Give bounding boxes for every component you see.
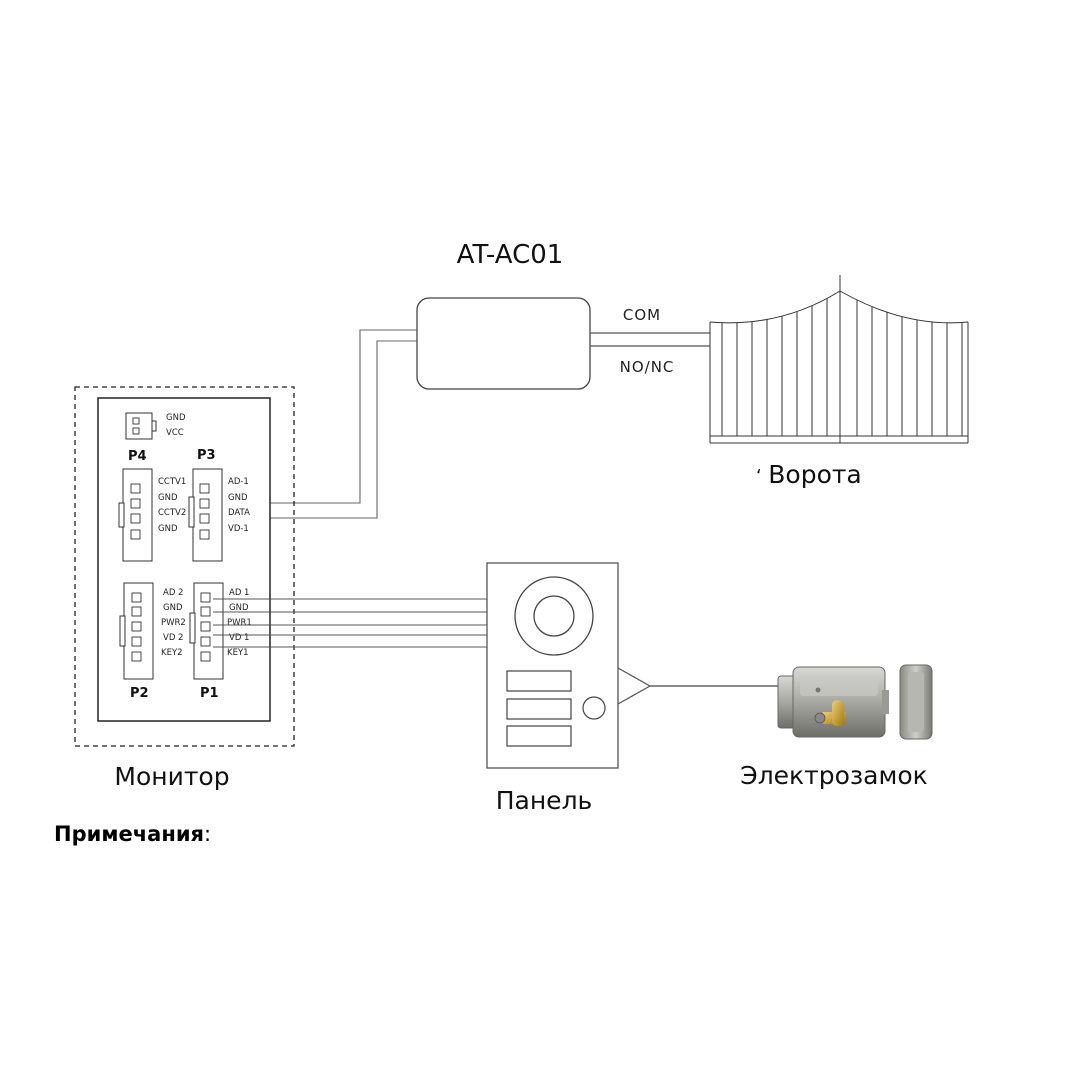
- p3-pin-label: DATA: [228, 508, 250, 518]
- panel-label: Панель: [496, 786, 593, 815]
- cctv-pin-label: CCTV1: [158, 477, 186, 487]
- lock-label: Электрозамок: [740, 761, 928, 790]
- p2-pin-label: PWR2: [161, 618, 186, 628]
- p2-name: P2: [130, 686, 149, 701]
- monitor-outline: [74, 386, 295, 747]
- p1-pin-label: GND: [229, 603, 249, 613]
- monitor-label: Монитор: [114, 762, 229, 791]
- p1-pin-label: VD 1: [229, 633, 249, 643]
- nonc-label: NO/NC: [620, 358, 675, 376]
- cctv-connector: [118, 468, 153, 562]
- p3-connector: [188, 468, 223, 562]
- gate-drawing: [709, 275, 969, 444]
- diagram-title: AT-AC01: [457, 240, 564, 270]
- gate-label: Ворота: [768, 460, 862, 489]
- p3-pin-label: GND: [228, 493, 248, 503]
- controller-box: [416, 297, 591, 390]
- p1-name: P1: [200, 686, 219, 701]
- p3-pin-label: AD-1: [228, 477, 249, 487]
- p3-name: P3: [197, 448, 216, 463]
- name-plate: [506, 670, 572, 692]
- p2-connector: [119, 582, 154, 680]
- electric-lock-icon: [777, 664, 933, 740]
- p2-pin-label: VD 2: [163, 633, 183, 643]
- p2-pin-label: KEY2: [161, 648, 183, 658]
- controller-gate-wires: [590, 332, 710, 347]
- notes-suffix: :: [204, 822, 211, 846]
- p1-connector: [189, 582, 224, 680]
- name-plate: [506, 698, 572, 720]
- panel-wires: [213, 598, 487, 648]
- name-plate: [506, 725, 572, 747]
- p3-pin-label: VD-1: [228, 524, 249, 534]
- p2-pin-label: AD 2: [163, 588, 183, 598]
- cctv-pin-label: GND: [158, 524, 178, 534]
- p4-connector: [125, 412, 157, 440]
- p1-pin-label: KEY1: [227, 648, 249, 658]
- p4-name: P4: [128, 449, 147, 464]
- p2-pin-label: GND: [163, 603, 183, 613]
- notes-heading: Примечания:: [54, 822, 211, 846]
- cctv-pin-label: GND: [158, 493, 178, 503]
- p4-pin-label: VCC: [166, 428, 184, 438]
- cctv-pin-label: CCTV2: [158, 508, 186, 518]
- p1-pin-label: AD 1: [229, 588, 249, 598]
- notes-title: Примечания: [54, 822, 204, 846]
- outdoor-panel: [486, 562, 652, 769]
- gate-mark: ‘: [756, 466, 762, 487]
- p4-pin-label: GND: [166, 413, 186, 423]
- com-label: COM: [623, 306, 661, 324]
- call-button-icon: [582, 696, 606, 720]
- p1-pin-label: PWR1: [227, 618, 252, 628]
- controller-monitor-wires: [213, 329, 417, 519]
